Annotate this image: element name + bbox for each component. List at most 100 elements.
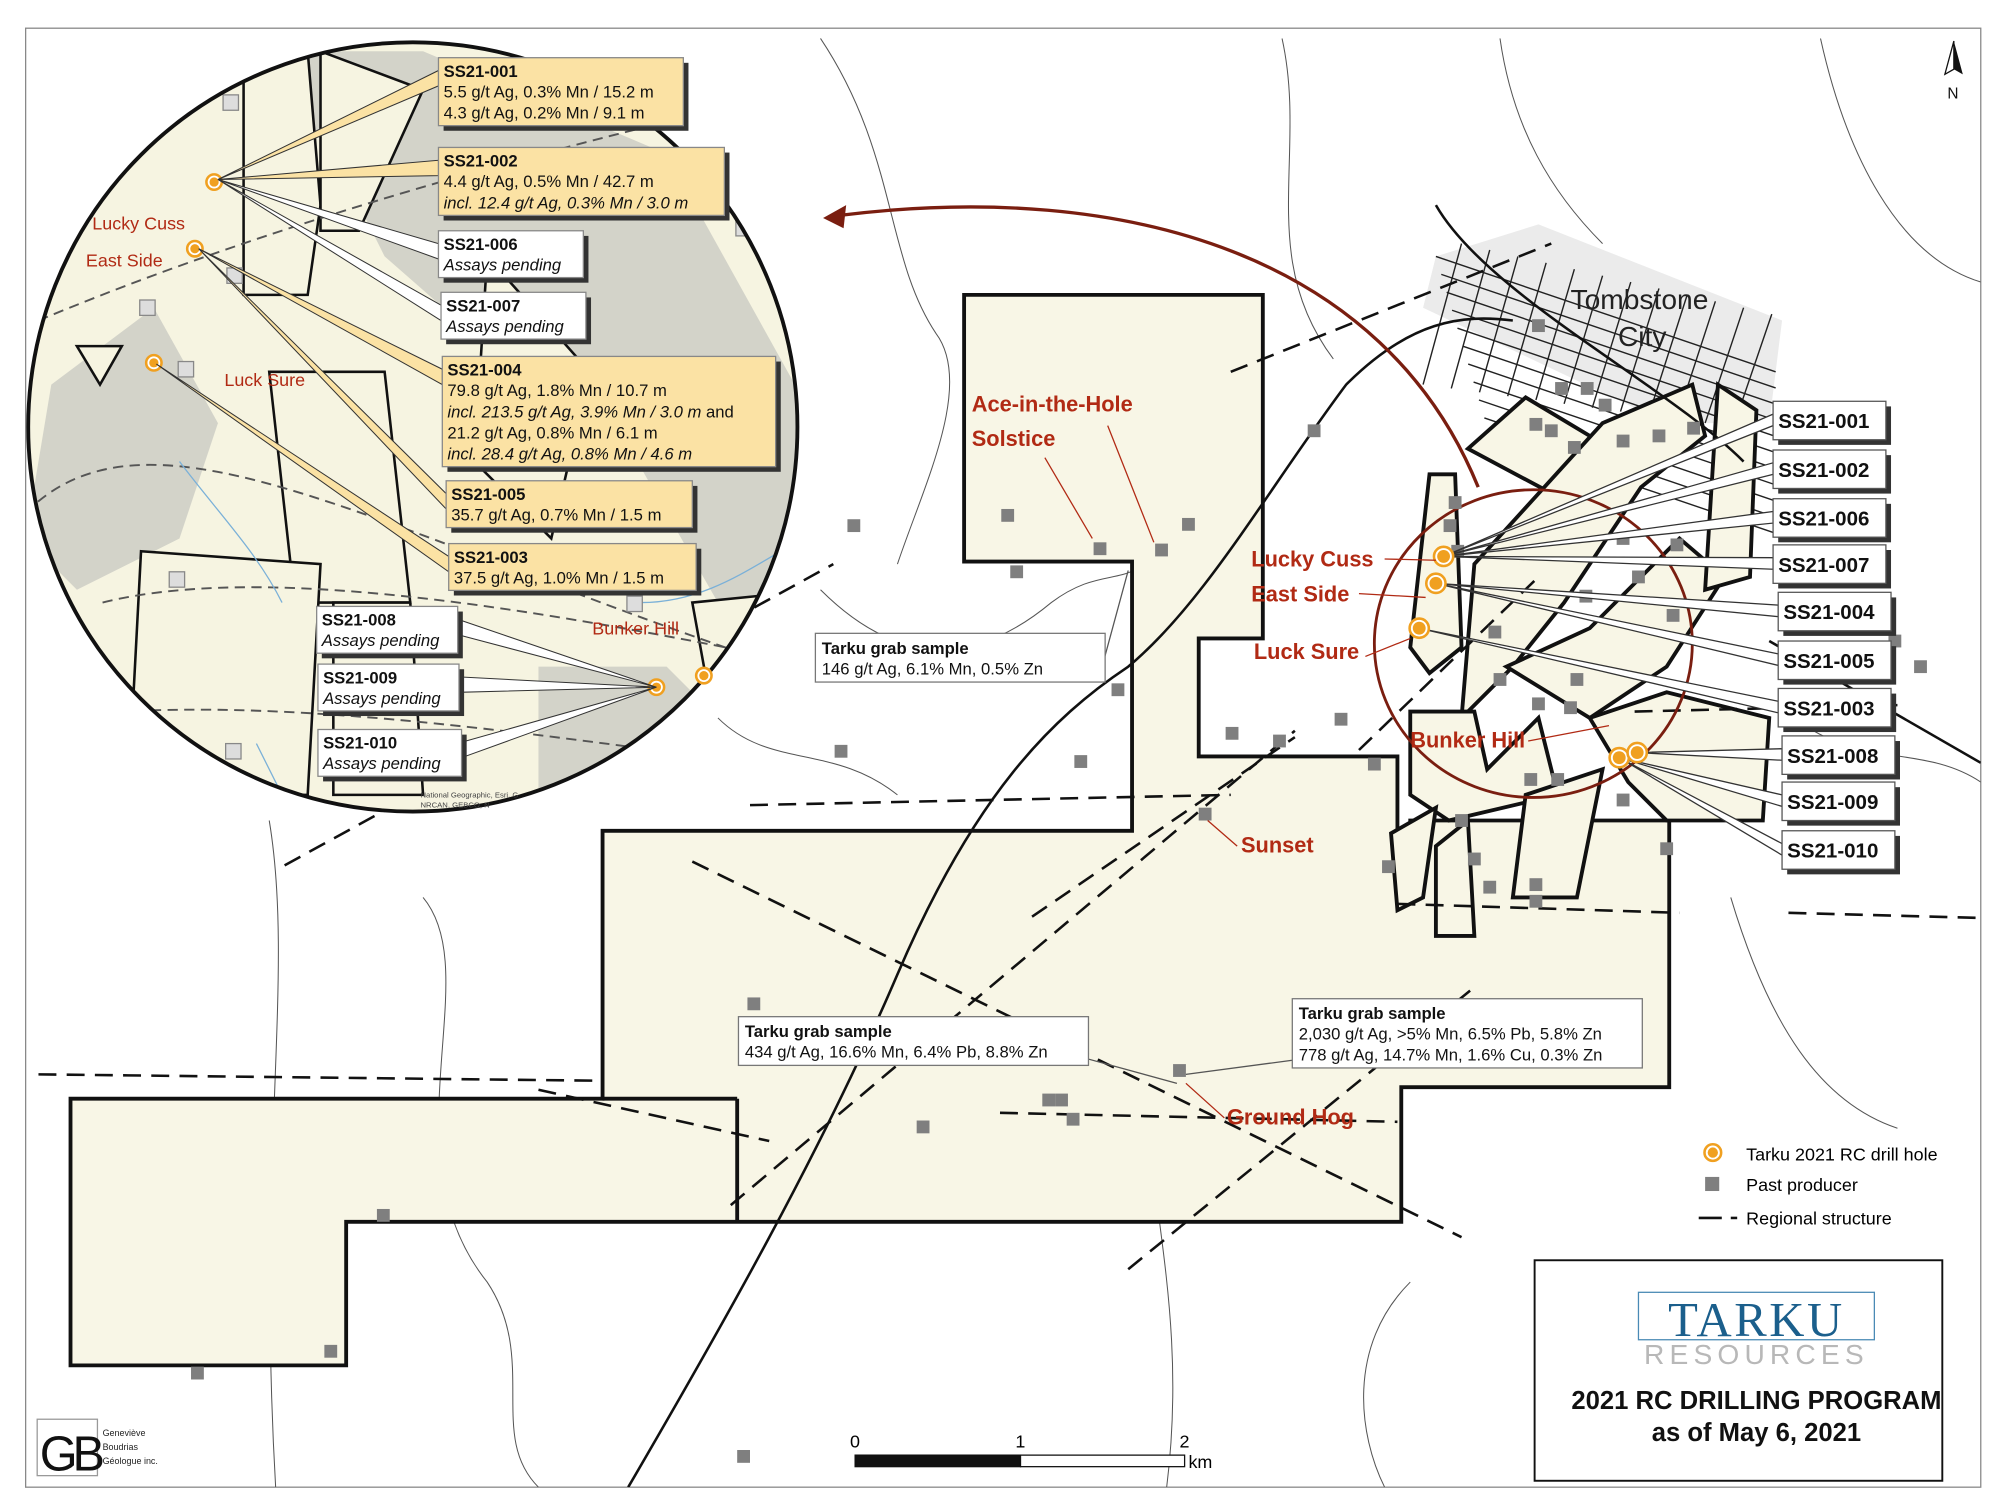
past-producer-marker [1670,538,1684,552]
credit-line: Geneviève [103,1428,146,1438]
grab-sample-box [814,632,1106,683]
past-producer-marker [1225,726,1239,740]
mine-label-lucky-cuss: Lucky Cuss [1251,547,1373,572]
past-producer-marker [1066,1112,1080,1126]
past-producer-marker [1660,842,1674,856]
inset-callout-assay: 35.7 g/t Ag, 0.7% Mn / 1.5 m [451,506,661,525]
past-producer-marker [1111,683,1125,697]
inset-callout-assay: Assays pending [321,631,440,650]
past-producer-marker [222,94,240,111]
inset-callout-box [437,57,684,127]
inset-attribution: NRCAN, GEBCO, N [421,801,490,810]
past-producer-marker [1307,424,1321,438]
mine-leaders [1044,425,1610,1119]
legend: Tarku 2021 RC drill hole Past producer R… [1698,1142,1938,1228]
inset-callout-id: SS21-006 [444,235,518,254]
past-producer-marker [1273,734,1286,748]
east-claims [1389,381,1772,938]
inset-callout-id: SS21-008 [322,611,396,630]
mine-label-sunset: Sunset [1241,833,1314,858]
drill-label-box [1777,640,1892,681]
past-producers [191,319,1927,1463]
map-title: 2021 RC DRILLING PROGRAM [1571,1387,1941,1415]
drill-label-box [1772,498,1887,538]
inset-callout-box [441,355,777,468]
past-producer-marker [1524,773,1538,786]
past-producer-marker [139,299,156,317]
grab-sample-assay: 146 g/t Ag, 6.1% Mn, 0.5% Zn [822,659,1043,678]
drill-label: SS21-001 [1778,410,1869,433]
credit-line: Géologue inc. [103,1456,158,1466]
drill-label: SS21-007 [1778,554,1869,577]
mine-label-solstice: Solstice [972,426,1056,451]
inset-label-lucky-cuss: Lucky Cuss [92,213,185,233]
past-producer-marker [1448,496,1462,509]
drill-label-box [1781,830,1896,870]
drill-label: SS21-009 [1787,791,1878,814]
drill-holes [1408,545,1649,769]
past-producer-marker [1042,1093,1056,1107]
past-producer-marker [1074,755,1088,768]
grab-sample-box [1291,998,1643,1069]
legend-drill-hole: Tarku 2021 RC drill hole [1746,1144,1937,1164]
legend-past-producer: Past producer [1746,1175,1858,1195]
past-producer-marker [1334,712,1348,726]
past-producer-marker [168,571,186,588]
inset-callout-assay: 37.5 g/t Ag, 1.0% Mn / 1.5 m [454,568,664,587]
legend-regional-structure: Regional structure [1746,1208,1892,1228]
inset-label-east-side: East Side [86,251,163,271]
past-producer-marker [1198,807,1212,821]
past-producer-marker [177,360,195,378]
title-block: TARKU RESOURCES 2021 RC DRILLING PROGRAM… [1533,1259,1944,1482]
grab-sample-title: Tarku grab sample [1299,1004,1446,1023]
past-producer-marker [1529,894,1543,908]
inset-callout-id: SS21-002 [444,152,518,171]
inset-callout-assay: Assays pending [443,256,562,275]
inset-callout-id: SS21-007 [446,297,520,316]
grab-sample-assay: 434 g/t Ag, 16.6% Mn, 6.4% Pb, 8.8% Zn [745,1043,1048,1062]
inset-callout-assay: incl. 12.4 g/t Ag, 0.3% Mn / 3.0 m [444,193,689,212]
inset-callout-assay: Assays pending [322,754,441,773]
drill-label: SS21-006 [1778,508,1869,531]
drill-label: SS21-005 [1783,650,1874,673]
past-producer-marker [324,1344,338,1358]
past-producer-marker [834,744,848,758]
inset-callout-assay: 4.3 g/t Ag, 0.2% Mn / 9.1 m [444,104,645,123]
past-producer-marker [1532,697,1545,711]
past-producer-marker [1055,1093,1068,1107]
logo-sub: RESOURCES [1644,1338,1869,1370]
inset-callout-box [317,663,460,712]
inset-callout-assay: 79.8 g/t Ag, 1.8% Mn / 10.7 m [447,381,666,400]
property-boundary [68,292,1672,1368]
inset-callout-id: SS21-009 [323,668,397,687]
inset-callout-assay: 5.5 g/t Ag, 0.3% Mn / 15.2 m [444,82,654,101]
past-producer-marker [847,519,861,533]
grab-sample-title: Tarku grab sample [822,639,969,658]
drill-label: SS21-003 [1783,697,1874,720]
drill-label: SS21-008 [1787,745,1878,768]
past-producer-marker [225,742,242,760]
inset-callout-id: SS21-004 [447,361,522,380]
drill-label: SS21-002 [1778,459,1869,482]
inset-callout-box [316,605,459,654]
past-producer-marker [1570,673,1584,686]
past-producer-marker [1529,878,1543,892]
drill-label: SS21-004 [1783,601,1875,624]
past-producer-marker [1182,517,1195,531]
inset-callout-assay: Assays pending [322,689,441,708]
drill-label: SS21-010 [1787,840,1878,863]
past-producer-marker [1687,421,1700,435]
arrowhead-icon [823,205,847,229]
grab-sample-title: Tarku grab sample [745,1022,892,1041]
inset-callout-id: SS21-005 [451,485,525,504]
scale-tick-1: 1 [1015,1431,1025,1451]
past-producer-marker [1666,608,1680,622]
inset-callout-assay: Assays pending [445,317,564,336]
inset-callout-id: SS21-001 [444,62,518,81]
map-date: as of May 6, 2021 [1652,1419,1861,1447]
drill-leaders [1419,413,1783,857]
past-producer-marker [1551,773,1565,786]
past-producer-marker [1616,793,1630,807]
mine-label-ground-hog: Ground Hog [1227,1104,1354,1129]
